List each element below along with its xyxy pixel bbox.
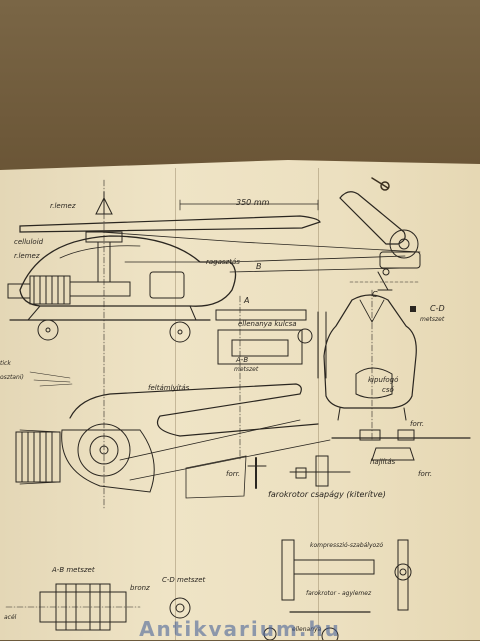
- label-ellenanya-bottom: ellenanya: [292, 626, 322, 633]
- label-ellenanya-kulcsa: ellenanya kulcsa: [238, 320, 297, 328]
- rotor-blade: [19, 199, 421, 253]
- ab-section-detail: [215, 309, 327, 379]
- label-feltamlyitas: feltámlyítás: [148, 384, 190, 392]
- cowl-front-view: [323, 294, 417, 421]
- label-ab-metszet-sub: metszet: [234, 366, 259, 373]
- label-rlemez-left: r.lemez: [14, 252, 40, 260]
- label-forr-right-1: forr.: [410, 420, 425, 428]
- engine: [7, 275, 131, 305]
- sheet-fold-line: [318, 168, 319, 640]
- label-point-c: C: [372, 290, 378, 299]
- label-dimension-350: 350 mm: [236, 198, 270, 207]
- label-cd-metszet-bottom: C-D metszet: [162, 576, 206, 584]
- label-cd-metszet-sub: metszet: [420, 316, 445, 323]
- label-rlemez-top: r.lemez: [50, 202, 76, 210]
- label-ab-metszet-bottom: A-B metszet: [52, 566, 95, 574]
- label-forr-mid: forr.: [226, 470, 241, 478]
- compression-regulator: [281, 539, 412, 640]
- background-surface: [0, 0, 480, 175]
- label-ragasztas: ragasztás: [206, 258, 240, 266]
- label-cd-metszet: C-D: [430, 304, 445, 313]
- label-farokrotor-agylemez: farokrotor - agylemez: [306, 590, 372, 597]
- sheet-fold-line: [175, 168, 176, 640]
- label-bronz: bronz: [130, 584, 150, 592]
- tail-rotor-bearing: [247, 429, 471, 489]
- tail-boom-top-view: [15, 383, 331, 499]
- landing-gear: [9, 305, 211, 343]
- label-ab-metszet: A-B: [236, 356, 249, 364]
- tail-rotor-side: [339, 191, 421, 291]
- label-kompresszio-szabalyozo: kompresszió-szabályozó: [310, 542, 384, 549]
- ab-section-bottom: [5, 583, 277, 640]
- label-point-a: A: [244, 296, 250, 305]
- label-point-b: B: [256, 262, 262, 271]
- label-celluloid: celluloid: [14, 238, 44, 246]
- label-acel: acél: [4, 614, 17, 621]
- label-hajlitas: hajlítás: [370, 458, 396, 466]
- centre-lines: [103, 179, 373, 511]
- watermark: Antikvarium.hu: [139, 617, 341, 641]
- label-farokrotor-csapagy: farokrotor csapágy (kiterítve): [268, 490, 386, 499]
- label-tick-left-sub: osztani): [0, 374, 24, 381]
- exhaust-spray: [29, 371, 73, 387]
- label-kipufogo-sub: cső: [382, 386, 394, 394]
- label-forr-right-2: forr.: [418, 470, 433, 478]
- label-tick-left: tick: [0, 360, 11, 367]
- bolt-top-view: [371, 177, 390, 191]
- label-kipufogo: kipufogó: [368, 376, 399, 384]
